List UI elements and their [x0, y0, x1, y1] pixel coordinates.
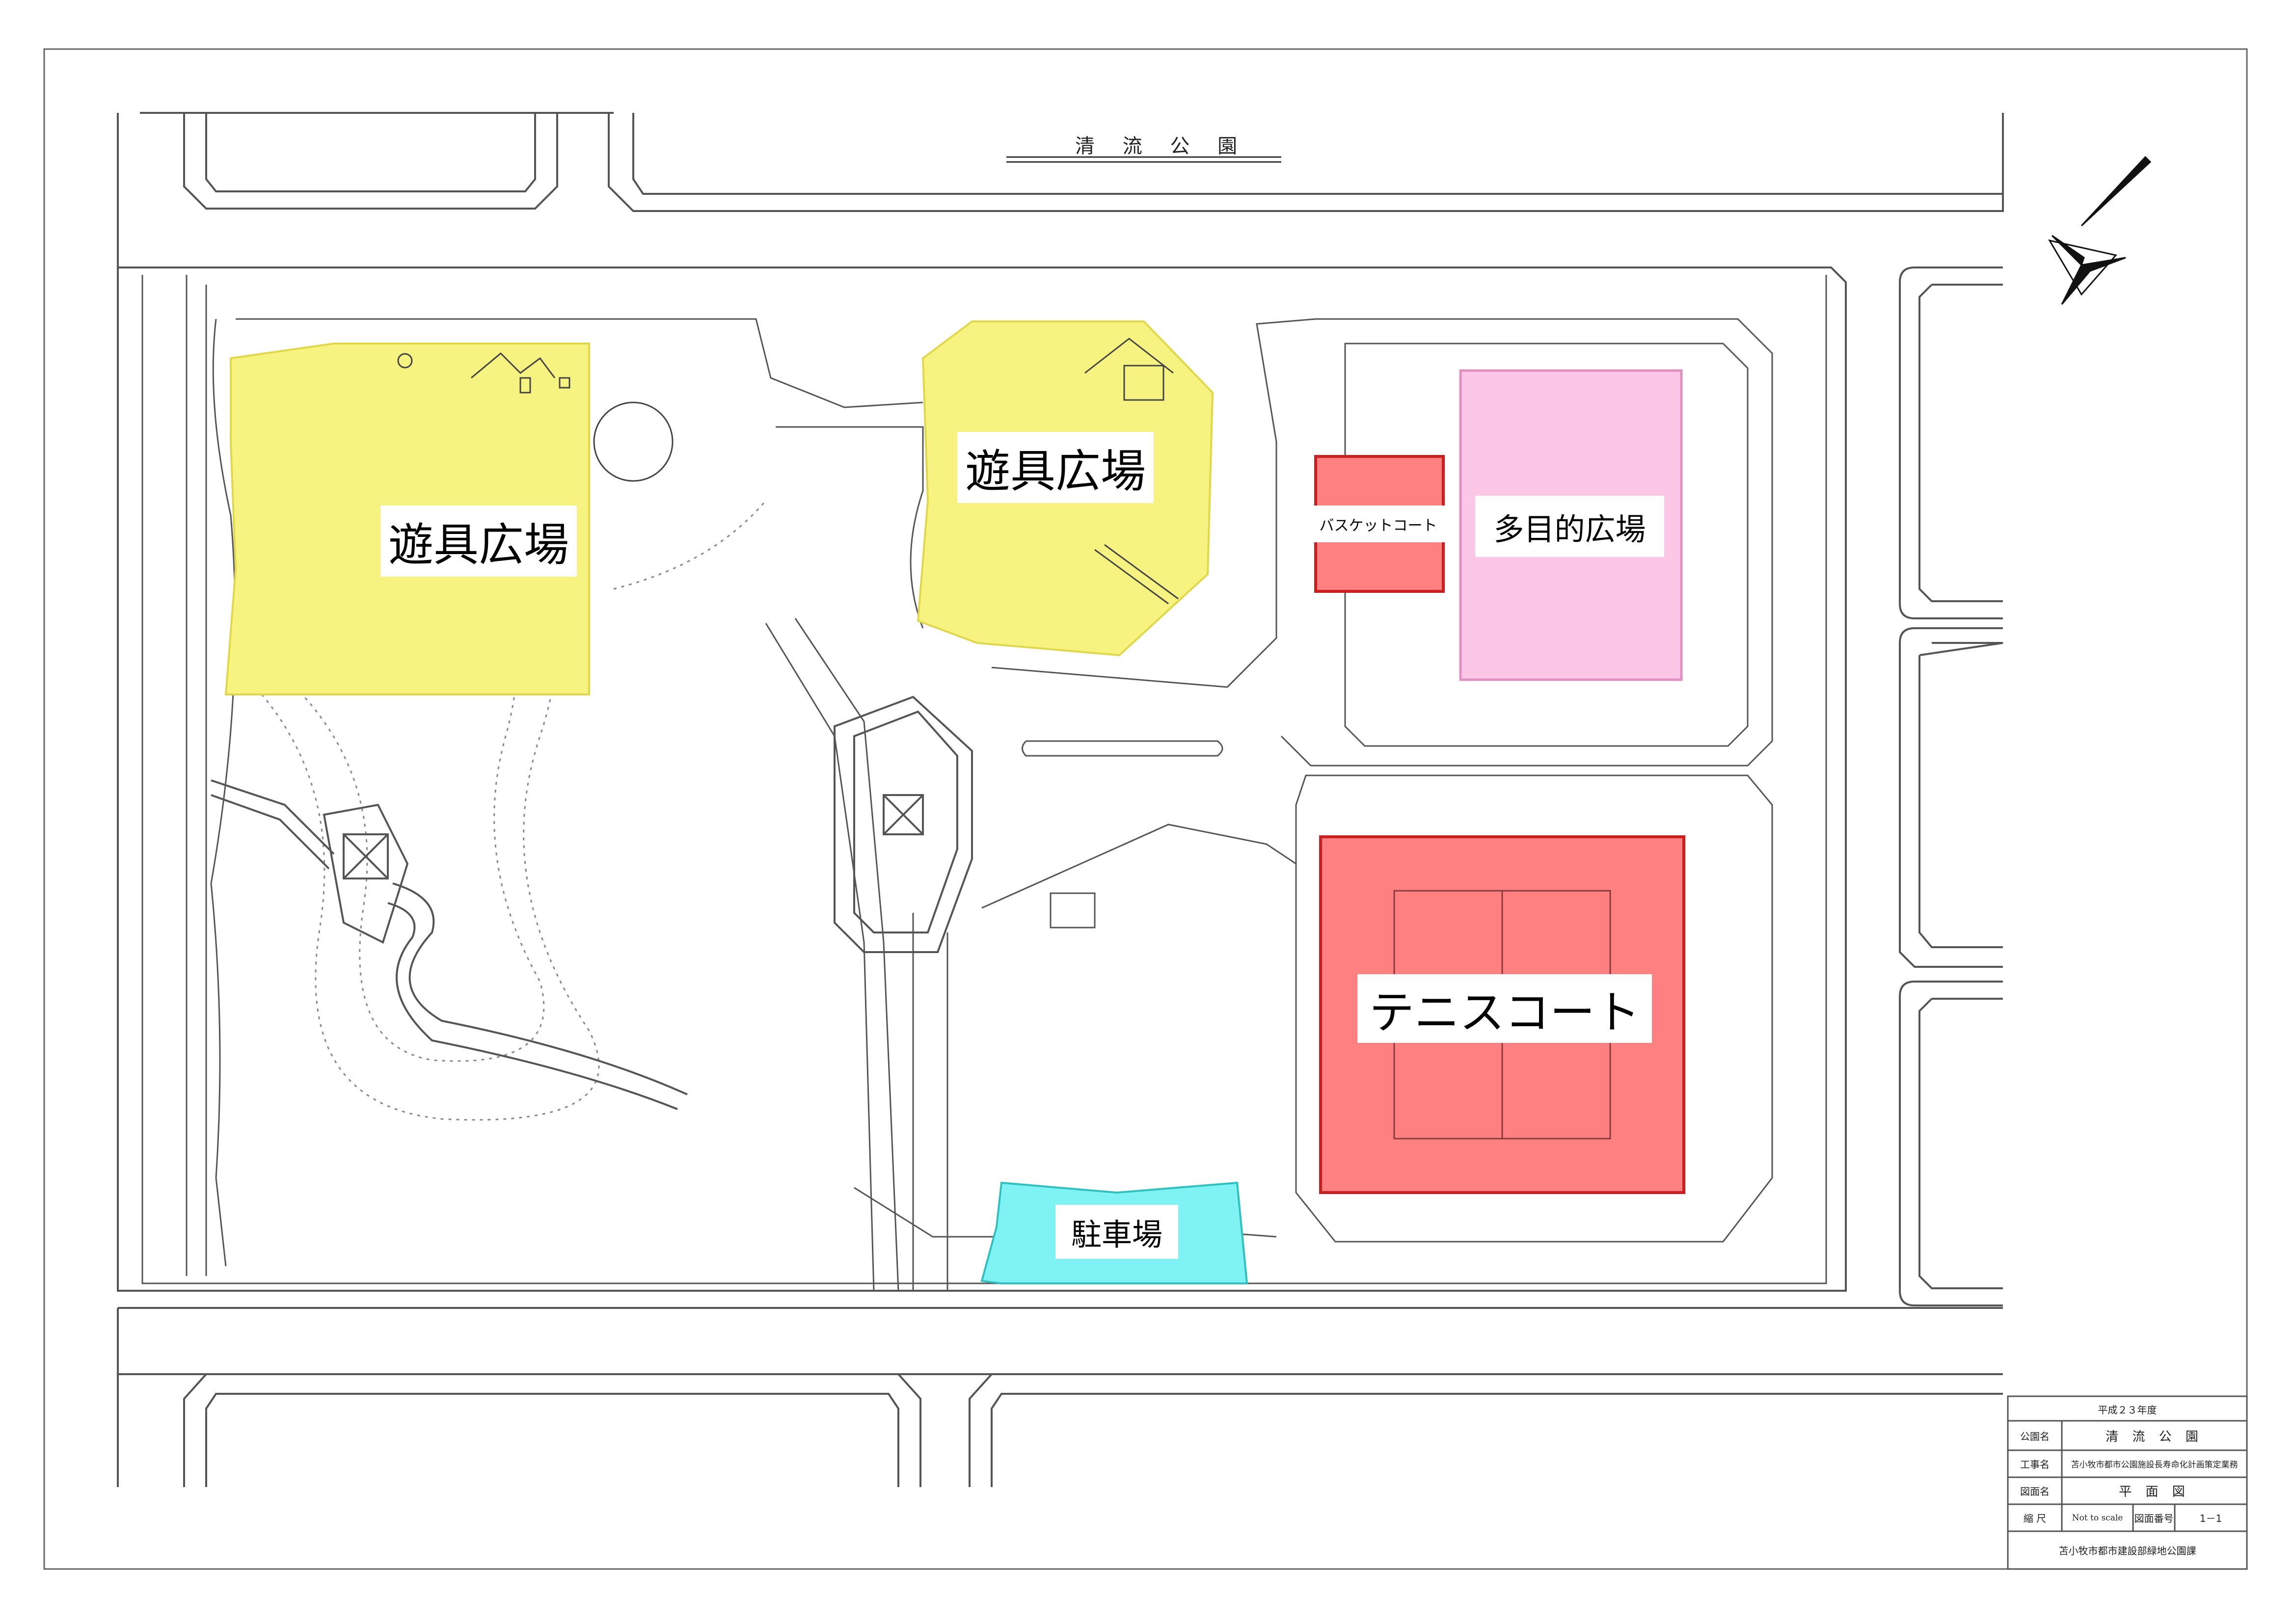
tb-sheet-label: 図面番号 [2134, 1513, 2174, 1524]
tb-park-name-label: 公園名 [2020, 1430, 2050, 1442]
hill-contours [254, 483, 767, 1121]
label-tennis: テニスコート [1357, 974, 1652, 1043]
playground-equipment [397, 338, 1179, 605]
label-playground-west: 遊具広場 [380, 506, 577, 577]
surrounding-blocks [117, 112, 2004, 1487]
tb-year: 平成２３年度 [2098, 1404, 2157, 1416]
title-block [2007, 1395, 2248, 1570]
park-linework [141, 275, 1827, 1291]
tb-project-label: 工事名 [2020, 1459, 2050, 1470]
drawing-frame [43, 48, 2248, 1570]
park-title: 清 流 公 園 [1075, 135, 1248, 158]
north-arrow-icon [2048, 156, 2152, 305]
tb-drawing-value: 平 面 図 [2119, 1485, 2190, 1499]
label-basketball: バスケットコート [1308, 506, 1448, 542]
title-underline [1006, 156, 1281, 163]
tb-sheet-value: 1－1 [2199, 1513, 2222, 1524]
tb-scale-value: Not to scale [2072, 1513, 2123, 1523]
label-multipurpose: 多目的広場 [1475, 496, 1664, 557]
central-plaza [834, 695, 973, 953]
tb-scale-label: 縮 尺 [2023, 1513, 2047, 1524]
label-playground-center: 遊具広場 [957, 432, 1154, 503]
tb-issuer: 苫小牧市都市建設部緑地公園課 [2058, 1545, 2196, 1557]
tb-drawing-label: 図面名 [2020, 1486, 2050, 1497]
tb-park-name-value: 清 流 公 園 [2106, 1429, 2203, 1444]
tb-project-value: 苫小牧市都市公園施設長寿命化計画策定業務 [2071, 1460, 2238, 1470]
label-parking: 駐車場 [1055, 1205, 1178, 1259]
